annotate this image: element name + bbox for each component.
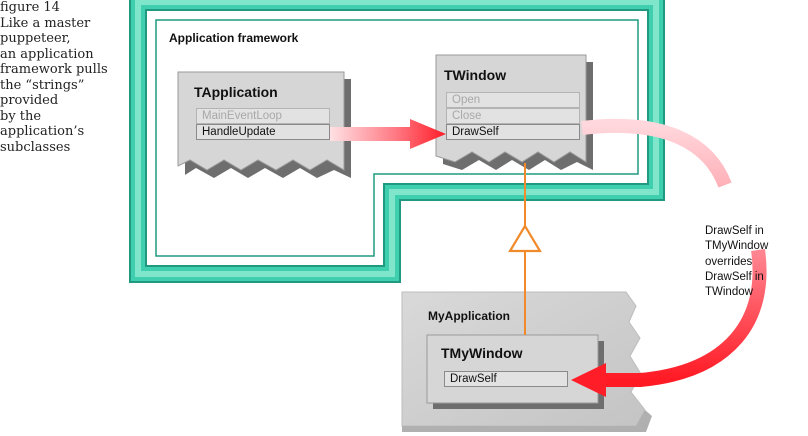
myapplication-shadow	[402, 410, 652, 432]
caption-line: provided	[0, 93, 59, 108]
override-note-line: overrides	[705, 255, 753, 268]
override-note-line: TMyWindow	[705, 240, 769, 253]
override-arrowhead	[571, 363, 606, 397]
method-close: Close	[446, 108, 580, 124]
override-note-line: TWindow	[705, 286, 753, 299]
override-note-line: DrawSelf in	[705, 270, 764, 283]
override-curve	[581, 118, 767, 387]
twindow-title: TWindow	[444, 67, 507, 83]
method-mainEventLoop: MainEventLoop	[196, 108, 330, 124]
caption-line: puppeteer,	[0, 31, 71, 46]
caption-line: figure 14	[0, 0, 60, 15]
caption-line: an application	[0, 46, 94, 62]
call-arrow	[330, 119, 446, 149]
caption-line: framework pulls	[0, 62, 108, 77]
myapplication-label: MyApplication	[428, 309, 511, 323]
method-open: Open	[446, 92, 580, 108]
override-note-line: DrawSelf in	[705, 225, 764, 237]
inheritance-triangle	[508, 223, 542, 253]
method-handleUpdate: HandleUpdate	[196, 124, 330, 140]
tmywindow-card	[426, 334, 599, 404]
framework-label: Application framework	[169, 31, 299, 45]
caption-line: the “strings”	[0, 77, 85, 93]
caption-line: application’s	[0, 124, 85, 139]
caption-line: Like a master	[0, 15, 91, 31]
method-tmywindow-drawSelf: DrawSelf	[444, 371, 568, 387]
override-note: DrawSelf in TMyWindow overrides DrawSelf…	[705, 224, 768, 300]
tmywindow-title: TMyWindow	[441, 345, 523, 361]
caption-line: subclasses	[0, 139, 71, 155]
tapplication-title: TApplication	[194, 84, 278, 100]
caption-line: by the	[0, 108, 42, 124]
method-drawSelf: DrawSelf	[446, 124, 580, 140]
figure-caption: figure 14 Like a master puppeteer, an ap…	[0, 0, 118, 155]
